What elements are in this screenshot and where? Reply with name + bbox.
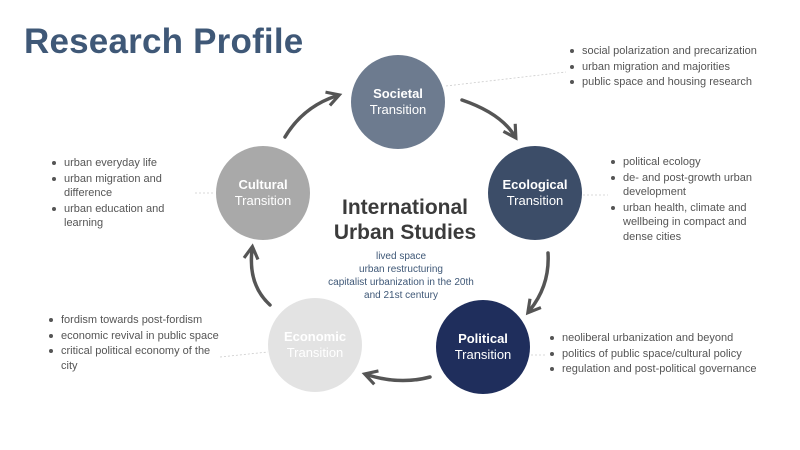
center-topic: and 21st century	[364, 290, 438, 301]
center-topic: urban restructuring	[359, 264, 443, 275]
connector-societal	[445, 71, 567, 87]
list-item: urban health, climate and wellbeing in c…	[611, 201, 771, 245]
center-title-line: International	[341, 196, 468, 219]
node-label: Cultural	[238, 176, 288, 192]
ecological-topics-list: political ecology de- and post-growth ur…	[611, 155, 771, 245]
arrow-political-to-economic	[361, 369, 432, 386]
node-label: Societal	[373, 85, 423, 101]
center-topics: lived space urban restructuring capitali…	[316, 250, 486, 302]
list-item: urban migration and difference	[52, 172, 192, 201]
node-sublabel: Transition	[454, 347, 512, 362]
list-item: politics of public space/cultural policy	[550, 347, 760, 362]
connector-economic	[219, 351, 269, 358]
list-item: public space and housing research	[570, 75, 760, 90]
economic-topics-list: fordism towards post-fordism economic re…	[49, 313, 229, 374]
node-label: Economic	[283, 328, 347, 344]
node-societal-transition: Societal Transition	[351, 55, 445, 149]
center-topic: capitalist urbanization in the 20th	[328, 277, 474, 288]
arrow-societal-to-ecological	[460, 98, 518, 141]
center-title-line: Urban Studies	[333, 221, 477, 245]
node-cultural-transition: Cultural Transition	[216, 146, 310, 240]
node-economic-transition: Economic Transition	[268, 298, 362, 392]
list-item: urban migration and majorities	[570, 60, 760, 75]
arrow-ecological-to-political	[525, 251, 550, 316]
node-sublabel: Transition	[506, 193, 564, 208]
list-item: fordism towards post-fordism	[49, 313, 229, 328]
list-item: economic revival in public space	[49, 329, 229, 344]
node-sublabel: Transition	[286, 345, 344, 360]
node-label: Political	[458, 330, 508, 346]
list-item: political ecology	[611, 155, 771, 170]
list-item: neoliberal urbanization and beyond	[550, 331, 760, 346]
node-label: Ecological	[502, 176, 568, 192]
arrow-cultural-to-societal	[283, 90, 343, 139]
node-ecological-transition: Ecological Transition	[488, 146, 582, 240]
list-item: urban everyday life	[52, 156, 192, 171]
list-item: social polarization and precarization	[570, 44, 760, 59]
list-item: critical political economy of the city	[49, 344, 229, 373]
arrow-economic-to-cultural	[242, 243, 272, 307]
list-item: de- and post-growth urban development	[611, 171, 771, 200]
page-title: Research Profile	[24, 22, 304, 61]
political-topics-list: neoliberal urbanization and beyond polit…	[550, 331, 760, 378]
list-item: regulation and post-political governance	[550, 362, 760, 377]
center-title: International Urban Studies	[330, 195, 480, 245]
cultural-topics-list: urban everyday life urban migration and …	[52, 156, 192, 232]
list-item: urban education and learning	[52, 202, 192, 231]
node-sublabel: Transition	[369, 102, 427, 117]
societal-topics-list: social polarization and precarization ur…	[570, 44, 760, 91]
node-political-transition: Political Transition	[436, 300, 530, 394]
center-topic: lived space	[375, 251, 427, 262]
node-sublabel: Transition	[234, 193, 292, 208]
